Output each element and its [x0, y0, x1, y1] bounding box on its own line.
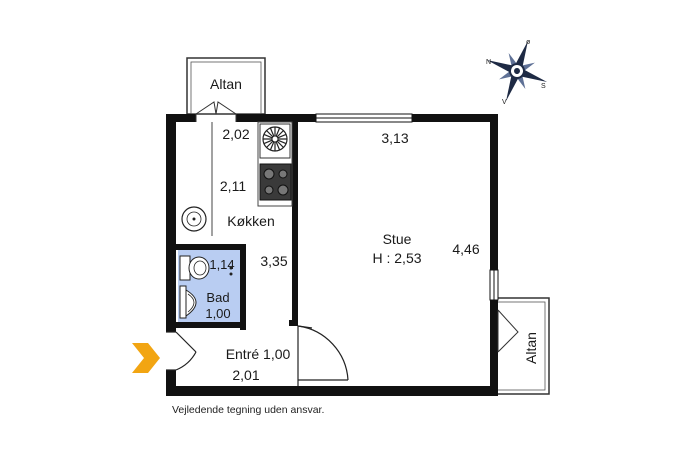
bath-label: Bad — [206, 290, 229, 305]
balcony-right-label: Altan — [523, 332, 539, 364]
entry-arrow-icon — [132, 343, 160, 373]
washbasin-icon — [179, 285, 197, 319]
compass-east: ø — [526, 39, 531, 46]
hall-length-label: 3,35 — [260, 253, 287, 269]
stove-icon — [259, 163, 292, 201]
interior-walls — [176, 122, 298, 330]
outer-walls — [166, 114, 498, 396]
ceiling-height-label: H : 2,53 — [372, 250, 421, 266]
kitchen-width-label: 2,02 — [222, 126, 249, 142]
living-length-label: 4,46 — [452, 241, 479, 257]
kitchen-label: Køkken — [227, 213, 274, 229]
entry-dim-label: 2,01 — [232, 367, 259, 383]
balcony-top-label: Altan — [210, 76, 242, 92]
bath-dim-top-label: 1,14 — [209, 257, 234, 272]
kitchen-counter — [211, 121, 293, 236]
living-room-label: Stue — [383, 231, 412, 247]
living-width-label: 3,13 — [381, 130, 408, 146]
compass-icon — [486, 40, 548, 102]
door-living — [297, 325, 349, 386]
fan-icon — [259, 123, 291, 159]
kitchen-length-label: 2,11 — [220, 178, 246, 194]
balcony-door-right — [497, 309, 519, 353]
toilet-icon — [179, 255, 233, 281]
compass-north: N — [486, 59, 491, 66]
sink-icon — [181, 206, 207, 232]
entry-label: Entré 1,00 — [226, 346, 291, 362]
window-right — [489, 269, 499, 301]
window-top — [315, 113, 413, 123]
door-entry — [166, 331, 197, 371]
balcony-door-top — [195, 101, 237, 122]
disclaimer: Vejledende tegning uden ansvar. — [172, 404, 325, 416]
bath-dim-bottom-label: 1,00 — [205, 306, 230, 321]
compass-south: S — [541, 83, 546, 90]
compass-west: V — [502, 99, 507, 106]
